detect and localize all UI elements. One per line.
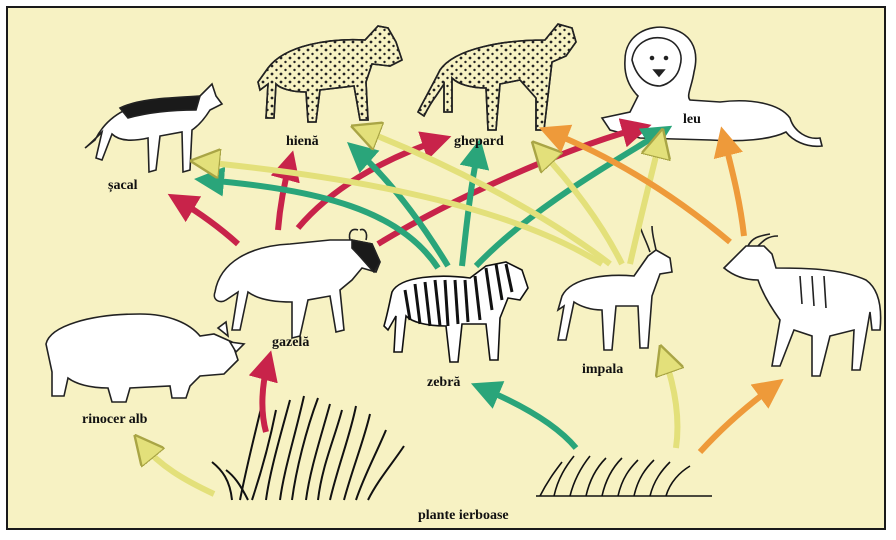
grass-drawing xyxy=(536,456,712,496)
rhino-drawing xyxy=(46,314,244,402)
grass-drawing xyxy=(212,396,404,500)
hyena-drawing xyxy=(258,26,402,122)
eland-drawing xyxy=(724,234,881,376)
zebra-drawing xyxy=(384,262,528,362)
red-arrow xyxy=(262,362,268,432)
yellow-arrow xyxy=(664,356,678,448)
label-impala: impala xyxy=(582,362,623,378)
label-lion: leu xyxy=(683,112,701,128)
label-grass: plante ierboase xyxy=(418,508,509,524)
jackal-drawing xyxy=(85,84,222,172)
orange-arrow xyxy=(724,138,744,236)
label-rhino: rinocer alb xyxy=(82,412,147,428)
orange-arrow xyxy=(700,386,774,452)
yellow-arrow xyxy=(142,444,214,494)
red-arrow xyxy=(178,200,238,244)
label-hyena: hienă xyxy=(286,134,319,150)
label-wildebeest: gazelă xyxy=(272,335,309,351)
label-zebra: zebră xyxy=(427,375,460,391)
green-arrow xyxy=(482,388,576,448)
label-cheetah: ghepard xyxy=(454,134,504,150)
wildebeest-drawing xyxy=(214,229,380,338)
cheetah-drawing xyxy=(418,24,576,130)
label-jackal: șacal xyxy=(108,178,138,194)
